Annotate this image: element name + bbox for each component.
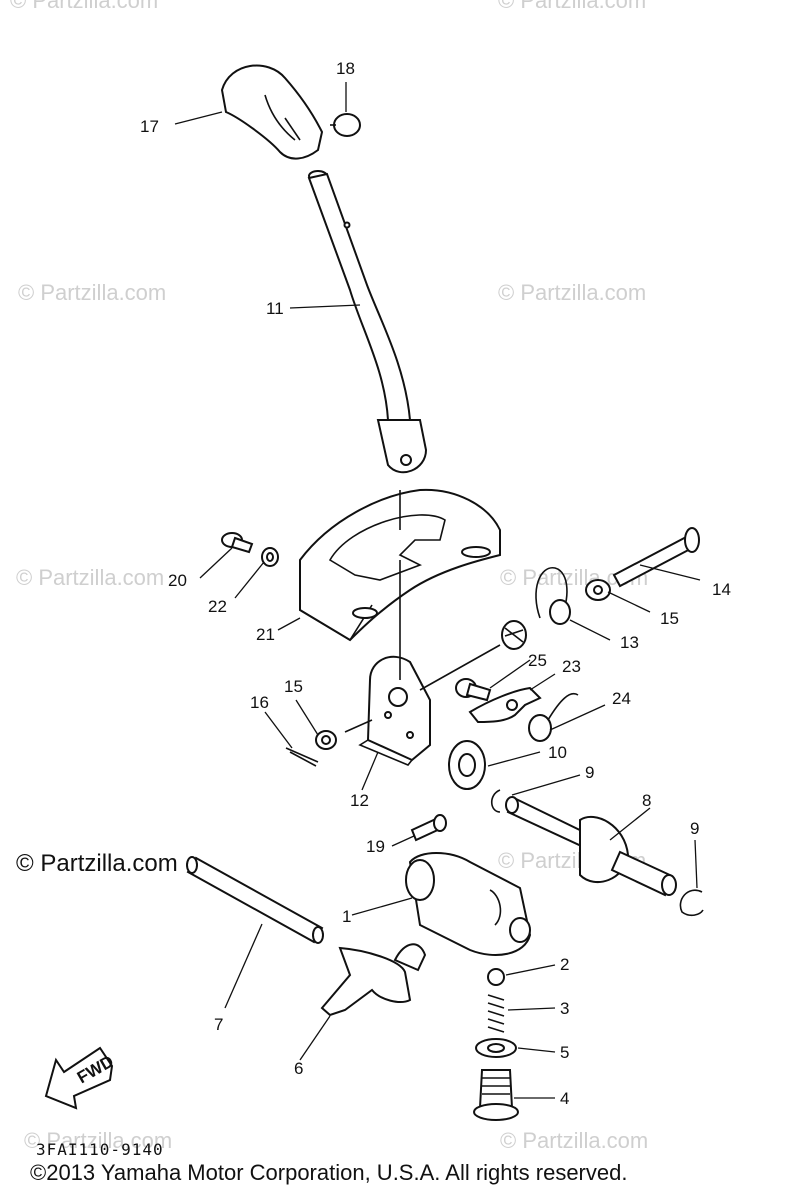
oil-seal: [448, 740, 486, 790]
callout-24: 24: [612, 689, 631, 708]
callout-7: 7: [214, 1015, 223, 1034]
callout-2: 2: [560, 955, 569, 974]
shift-lever: [307, 170, 428, 474]
plug-bolt: [473, 1069, 519, 1121]
shift-knob: [220, 64, 324, 160]
callout-19: 19: [366, 837, 385, 856]
watermark: © Partzilla.com: [16, 565, 165, 590]
watermark: © Partzilla.com: [498, 280, 647, 305]
watermark: © Partzilla.com: [18, 280, 167, 305]
circlip-9b: [679, 889, 704, 917]
callout-12: 12: [350, 791, 369, 810]
circlip-9a: [490, 789, 501, 813]
callout-3: 3: [560, 999, 569, 1018]
knob-button: [330, 113, 361, 137]
callout-16: 16: [250, 693, 269, 712]
callout-17: 17: [140, 117, 159, 136]
callout-labels: 17 18 11 20 22 21 14 15 13 15 16 12 25 2…: [140, 59, 731, 1108]
pivot-pin: [612, 527, 700, 588]
watermark-featured: © Partzilla.com: [16, 850, 178, 877]
callout-22: 22: [208, 597, 227, 616]
leader-lines: [174, 82, 701, 1099]
bolt-20: [221, 532, 254, 554]
stopper-spring: [528, 693, 579, 742]
gasket: [475, 1038, 517, 1058]
washer-15: [585, 579, 611, 601]
callout-25: 25: [528, 651, 547, 670]
watermark: © Partzilla.com: [24, 1128, 173, 1153]
callout-5: 5: [560, 1043, 569, 1062]
shift-fork: [320, 943, 427, 1017]
steel-ball: [487, 968, 505, 986]
cotter-pin: [285, 747, 319, 767]
callout-10: 10: [548, 743, 567, 762]
washer-15b: [315, 730, 337, 750]
bolt-25: [455, 678, 492, 702]
torsion-spring: [501, 567, 571, 650]
callout-9a: 9: [585, 763, 594, 782]
callout-18: 18: [336, 59, 355, 78]
fwd-arrow-icon: FWD: [44, 1046, 117, 1110]
callout-23: 23: [562, 657, 581, 676]
shift-bracket: [358, 655, 431, 766]
callout-1: 1: [342, 907, 351, 926]
callout-20: 20: [168, 571, 187, 590]
stopper-plate: [468, 686, 542, 724]
diagram-code: 3FAI110-9140: [36, 1140, 164, 1159]
callout-8: 8: [642, 791, 651, 810]
watermark: © Partzilla.com: [498, 0, 647, 13]
compression-spring: [487, 994, 505, 1033]
callout-11: 11: [266, 299, 284, 318]
shift-drum: [405, 852, 532, 956]
callout-13: 13: [620, 633, 639, 652]
washer-22: [261, 547, 279, 567]
watermark: © Partzilla.com: [500, 1128, 649, 1153]
guide-bar: [186, 856, 324, 944]
callout-4: 4: [560, 1089, 569, 1108]
callout-9b: 9: [690, 819, 699, 838]
copyright-notice: ©2013 Yamaha Motor Corporation, U.S.A. A…: [30, 1160, 628, 1185]
callout-15a: 15: [660, 609, 679, 628]
callout-21: 21: [256, 625, 275, 644]
callout-14: 14: [712, 580, 731, 599]
bolt-19: [410, 814, 447, 842]
callout-15b: 15: [284, 677, 303, 696]
watermark: © Partzilla.com: [10, 0, 159, 13]
shift-shaft: [505, 796, 677, 897]
callout-6: 6: [294, 1059, 303, 1078]
